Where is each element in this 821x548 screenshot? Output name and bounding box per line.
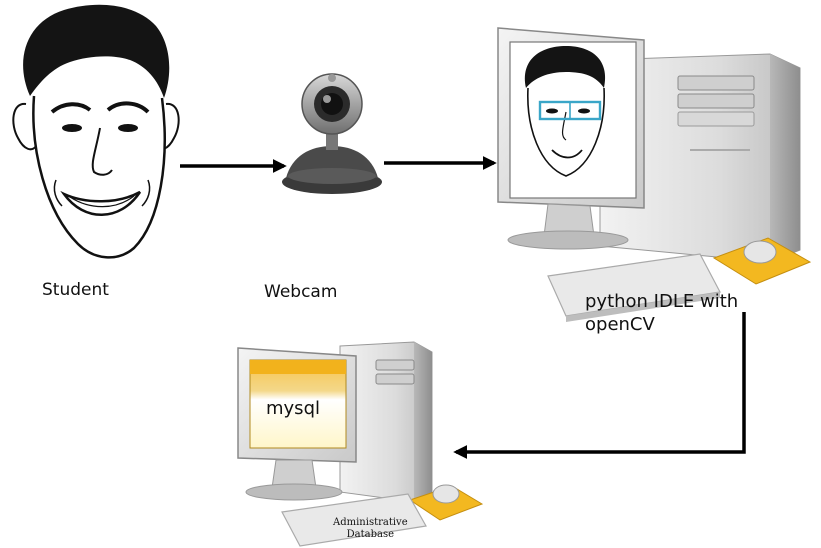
mysql-label: mysql	[266, 398, 320, 419]
database-computer-icon	[237, 341, 484, 547]
student-label: Student	[42, 280, 109, 300]
processing-computer-icon	[497, 27, 812, 322]
admin-label-line2: Database	[346, 529, 394, 540]
webcam-label: Webcam	[264, 282, 338, 302]
mysql-screen	[249, 359, 347, 449]
student-face-icon	[12, 4, 180, 259]
admin-label-line1: Administrative	[333, 517, 408, 528]
python-opencv-label-line1: python IDLE with	[585, 291, 739, 312]
python-opencv-label: python IDLE with openCV	[585, 290, 738, 336]
administrative-database-label: Administrative Database	[333, 517, 408, 541]
arrow-computer-to-database	[453, 312, 746, 459]
screen-face-icon	[524, 46, 606, 177]
webcam-icon	[282, 73, 382, 194]
python-opencv-label-line2: openCV	[585, 314, 655, 335]
